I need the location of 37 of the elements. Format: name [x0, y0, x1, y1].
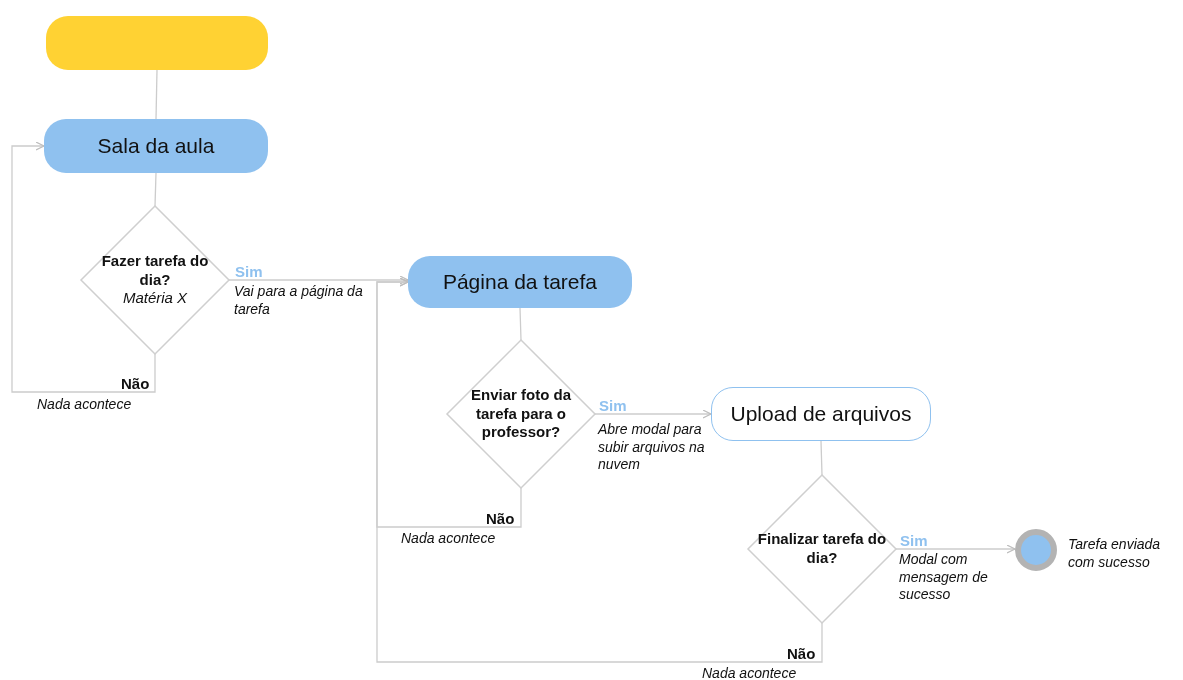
box-label: Página da tarefa: [442, 270, 598, 294]
process-box: [408, 256, 632, 308]
arrow: [895, 544, 1016, 554]
outcome-note: Nada acontece: [702, 665, 797, 680]
connector-line: [155, 69, 158, 120]
decision-note: Matéria X: [122, 289, 188, 309]
process-box: [46, 16, 268, 70]
edge-label: Não: [485, 511, 516, 526]
outcome-note: Nada acontece: [37, 396, 132, 414]
outcome-note: Abre modal para subir arquivos na nuvem: [598, 421, 706, 474]
process-box: [711, 387, 931, 441]
outcome-note: Vai para a página da tarefa: [234, 283, 364, 318]
decision-question: Enviar foto da tarefa para o professor?: [470, 385, 572, 443]
decision-question: Finalizar tarefa do dia?: [756, 530, 888, 568]
outcome-note: Nada acontece: [401, 530, 496, 548]
end-circle: [1015, 529, 1057, 571]
node-caption: Tarefa enviada com sucesso: [1068, 536, 1162, 571]
process-box: [44, 119, 268, 173]
edge-label: Não: [120, 376, 151, 391]
arrow: [11, 141, 156, 393]
decision-diamond: [748, 475, 896, 623]
decision-diamond: [81, 206, 229, 354]
connector-line: [154, 172, 157, 207]
arrow: [228, 275, 409, 285]
box-label: Upload de arquivos: [730, 402, 912, 426]
edge-label: Não: [786, 646, 817, 661]
decision-diamond: [447, 340, 595, 488]
edge-label: Sim: [234, 264, 264, 279]
connector-line: [519, 307, 522, 341]
outcome-note: Modal com mensagem de sucesso: [899, 551, 989, 604]
edge-label: Sim: [598, 398, 628, 413]
arrow: [376, 277, 823, 663]
decision-question: Fazer tarefa do dia?: [100, 251, 210, 290]
arrow: [594, 409, 712, 419]
edge-label: Sim: [899, 533, 929, 548]
box-label: Sala da aula: [97, 134, 215, 158]
connector-line: [820, 440, 823, 476]
